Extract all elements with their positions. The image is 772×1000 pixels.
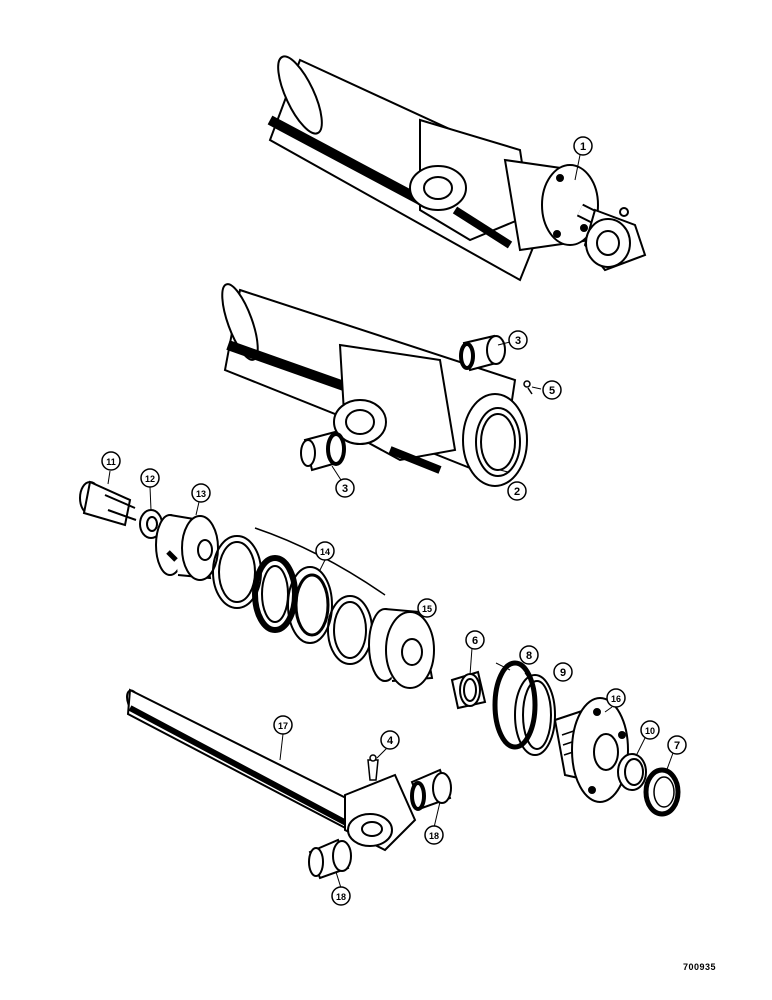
svg-text:18: 18 — [429, 831, 439, 841]
svg-text:14: 14 — [320, 547, 330, 557]
svg-text:1: 1 — [580, 141, 586, 153]
svg-text:17: 17 — [278, 721, 288, 731]
callout-15: 15 — [417, 598, 437, 618]
seal-ring-set-14 — [212, 527, 386, 665]
svg-text:4: 4 — [387, 735, 394, 747]
piston-nut-13 — [155, 514, 219, 581]
piston-rod-17 — [126, 688, 417, 852]
callout-16: 16 — [606, 688, 626, 708]
callout-7: 7 — [667, 735, 687, 755]
callout-4: 4 — [380, 730, 400, 750]
svg-text:8: 8 — [526, 650, 532, 662]
callout-6: 6 — [465, 630, 485, 650]
assembled-cylinder — [267, 55, 647, 282]
piston-15 — [368, 608, 435, 689]
callout-11: 11 — [101, 451, 121, 471]
callout-3-lower: 3 — [335, 478, 355, 498]
bushing-3-upper — [459, 334, 506, 372]
callout-10: 10 — [640, 720, 660, 740]
svg-text:18: 18 — [336, 892, 346, 902]
svg-text:3: 3 — [342, 483, 348, 495]
callout-9: 9 — [553, 662, 573, 682]
bushing-3-lower — [300, 430, 346, 472]
svg-text:9: 9 — [560, 667, 566, 679]
callout-12: 12 — [140, 468, 160, 488]
cylinder-tube — [221, 283, 528, 487]
callouts: 1 2 3 3 4 5 6 7 8 9 10 11 12 13 14 15 16… — [101, 136, 687, 906]
callout-1: 1 — [573, 136, 593, 156]
washer-12 — [139, 509, 163, 539]
figure-number: 700935 — [682, 962, 716, 972]
o-ring-8 — [492, 660, 538, 750]
bushing-18-lower — [308, 838, 352, 880]
svg-text:5: 5 — [549, 385, 555, 397]
grease-fitting-4 — [367, 754, 379, 781]
svg-text:16: 16 — [611, 694, 621, 704]
wiper-6 — [450, 670, 487, 710]
pin-5 — [523, 380, 533, 395]
bushing-18-upper — [410, 768, 452, 811]
bolt-11 — [79, 480, 137, 527]
callout-18-upper: 18 — [424, 825, 444, 845]
svg-text:6: 6 — [472, 635, 478, 647]
svg-text:3: 3 — [515, 335, 521, 347]
svg-text:15: 15 — [422, 604, 432, 614]
svg-text:13: 13 — [196, 489, 206, 499]
callout-18-lower: 18 — [331, 886, 351, 906]
seal-10 — [617, 753, 647, 791]
callout-5: 5 — [542, 380, 562, 400]
svg-text:7: 7 — [674, 740, 680, 752]
callout-8: 8 — [519, 645, 539, 665]
gland-16 — [553, 697, 629, 803]
callout-14: 14 — [315, 541, 335, 561]
retaining-ring-7 — [643, 767, 681, 817]
callout-2: 2 — [507, 481, 527, 501]
callout-13: 13 — [191, 483, 211, 503]
svg-text:12: 12 — [145, 474, 155, 484]
svg-text:11: 11 — [106, 457, 116, 467]
backup-ring-9 — [514, 674, 556, 756]
svg-text:2: 2 — [514, 486, 520, 498]
callout-3-upper: 3 — [508, 330, 528, 350]
callout-17: 17 — [273, 715, 293, 735]
svg-text:10: 10 — [645, 726, 655, 736]
